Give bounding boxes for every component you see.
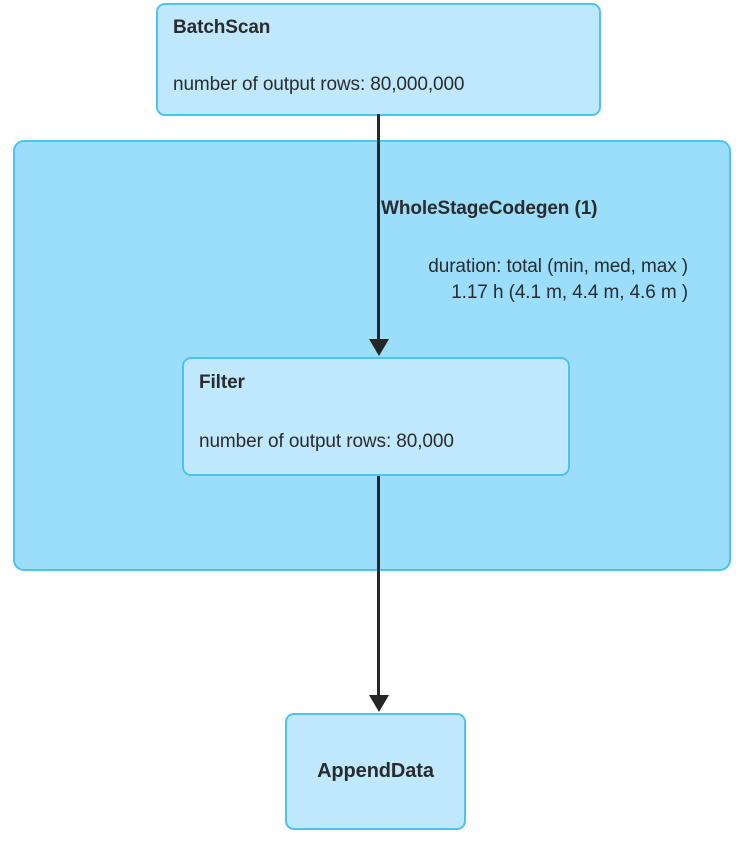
node-appenddata-title: AppendData bbox=[317, 760, 434, 782]
cluster-metric-values: 1.17 h (4.1 m, 4.4 m, 4.6 m ) bbox=[451, 282, 688, 303]
node-appenddata[interactable]: AppendData bbox=[285, 713, 466, 830]
node-filter-title: Filter bbox=[199, 372, 245, 393]
node-batchscan-title: BatchScan bbox=[173, 17, 271, 38]
node-batchscan[interactable]: BatchScan number of output rows: 80,000,… bbox=[156, 3, 601, 116]
cluster-wholestagecodegen-title: WholeStageCodegen (1) bbox=[381, 198, 598, 219]
node-batchscan-metric: number of output rows: 80,000,000 bbox=[173, 74, 465, 95]
cluster-metric-header: duration: total (min, med, max ) bbox=[428, 256, 688, 277]
arrowhead-icon bbox=[369, 695, 389, 712]
node-filter-metric: number of output rows: 80,000 bbox=[199, 431, 454, 452]
cluster-wholestagecodegen-metrics: duration: total (min, med, max ) 1.17 h … bbox=[300, 254, 688, 306]
node-filter[interactable]: Filter number of output rows: 80,000 bbox=[182, 357, 570, 476]
